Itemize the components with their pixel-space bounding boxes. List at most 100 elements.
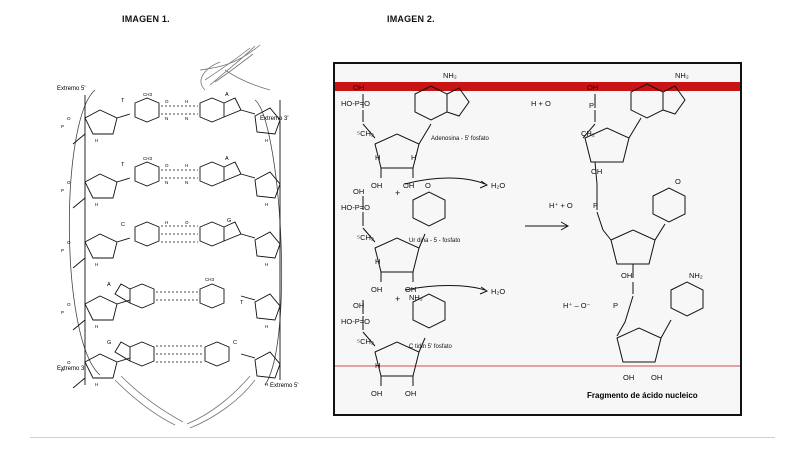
svg-text:H: H — [95, 262, 98, 267]
chain-h-o-mid: H⁺ + O — [549, 201, 573, 210]
svg-text:H: H — [265, 382, 268, 387]
ch2-label-1: ⁵CH₂ — [357, 129, 374, 138]
sugar-h-1b: H — [411, 153, 416, 162]
svg-text:P: P — [61, 368, 64, 373]
end-label-5-top-left: Extremo 5' — [57, 86, 86, 92]
svg-text:CH3: CH3 — [205, 277, 214, 282]
plus-sign-1: + — [395, 188, 400, 198]
helix-ribbon-top — [199, 44, 271, 91]
uracil-group: O — [425, 181, 431, 190]
pair-row-4: G C OP H H — [61, 340, 281, 389]
oh-label-3: OH — [353, 301, 364, 310]
svg-text:N: N — [185, 116, 188, 121]
nucleotide-name-3: C tidin 5' fosfato — [409, 344, 452, 350]
chain-sugar-oh-3a: OH — [623, 373, 634, 382]
chain-p-bot: P — [613, 301, 618, 310]
chain-sugar-oh-2: OH — [621, 271, 632, 280]
svg-text:O: O — [165, 163, 169, 168]
svg-text:H: H — [95, 324, 98, 329]
ch2-label-2: ⁵CH₂ — [357, 233, 374, 242]
sugar-h-2: H — [375, 257, 380, 266]
svg-text:O: O — [67, 360, 71, 365]
chain-h-o-bot: H⁺ – O⁻ — [563, 301, 591, 310]
water-arrow-2 — [404, 285, 486, 291]
svg-text:H: H — [265, 262, 268, 267]
top-highlight-band — [335, 82, 740, 91]
svg-text:P: P — [61, 124, 64, 129]
water-product-2: H₂O — [491, 287, 505, 296]
base-right-2: G — [227, 218, 231, 224]
chain-sugar-2 — [610, 229, 656, 265]
base-right-1: A — [225, 156, 229, 162]
sugar-ring-2 — [374, 237, 420, 273]
svg-text:CH3: CH3 — [143, 156, 152, 161]
base-right-4: C — [233, 340, 237, 346]
condensation-svg: OH HO-P=O ⁵CH₂ NH₂ Adenosina - 5' fosfat… — [335, 71, 740, 400]
chain-oh-top: OH — [587, 83, 598, 92]
base-left-0: T — [121, 98, 125, 104]
imagen-1-heading: IMAGEN 1. — [122, 14, 170, 24]
base-right-0: A — [225, 92, 229, 98]
right-outer-loop — [254, 99, 283, 386]
svg-text:H: H — [165, 220, 168, 225]
sugar-h-3: H — [375, 361, 380, 370]
plus-sign-2: + — [395, 294, 400, 304]
svg-text:H: H — [265, 202, 268, 207]
svg-text:H: H — [95, 202, 98, 207]
svg-text:O: O — [67, 302, 71, 307]
oh-label-1: OH — [353, 83, 364, 92]
svg-text:O: O — [165, 99, 169, 104]
nucleotide-name-2: Ur dina - 5 - fosfato — [409, 238, 461, 244]
ho-p-label-3: HO-P=O — [341, 317, 370, 326]
end-label-5-bottom-right: Extremo 5' — [270, 383, 299, 389]
chain-uracil-group: O — [675, 177, 681, 186]
sugar-ring-1 — [374, 133, 420, 169]
ch2-label-3: ⁵CH₂ — [357, 337, 374, 346]
sugar-ring-3 — [374, 341, 420, 377]
sugar-h-1: H — [375, 153, 380, 162]
svg-text:H: H — [95, 138, 98, 143]
base-left-4: G — [107, 340, 111, 346]
adenine-group: NH₂ — [443, 71, 457, 80]
chain-sugar-3 — [616, 327, 662, 363]
svg-text:O: O — [67, 240, 71, 245]
water-product-1: H₂O — [491, 181, 505, 190]
svg-text:O: O — [67, 116, 71, 121]
left-outer-loop — [68, 89, 101, 376]
base-left-1: T — [121, 162, 125, 168]
svg-text:H: H — [95, 382, 98, 387]
sugar-oh-1b: OH — [403, 181, 414, 190]
chain-adenine-group: NH₂ — [675, 71, 689, 80]
svg-text:N: N — [165, 180, 168, 185]
sugar-oh-3b: OH — [405, 389, 416, 398]
nucleotide-name-1: Adenosina - 5' fosfato — [431, 136, 490, 142]
water-arrow-1 — [404, 177, 486, 185]
chain-sugar-oh-1: OH — [591, 167, 602, 176]
svg-text:CH3: CH3 — [143, 92, 152, 97]
sugar-oh-3a: OH — [371, 389, 382, 398]
svg-text:H: H — [265, 138, 268, 143]
svg-text:O: O — [185, 220, 189, 225]
chain-p-mid: P — [593, 201, 598, 210]
svg-text:O: O — [67, 180, 71, 185]
ho-p-label-1: HO-P=O — [341, 99, 370, 108]
dna-diagram-svg: Extremo 5' Extremo 3' Extremo 3' Extremo… — [57, 44, 299, 429]
sugar-oh-2a: OH — [371, 285, 382, 294]
svg-text:H: H — [185, 163, 188, 168]
nucleotide-condensation-diagram: OH HO-P=O ⁵CH₂ NH₂ Adenosina - 5' fosfat… — [333, 62, 742, 416]
sugar-oh-1a: OH — [371, 181, 382, 190]
svg-text:N: N — [185, 180, 188, 185]
svg-text:P: P — [61, 310, 64, 315]
ho-p-label-2: HO-P=O — [341, 203, 370, 212]
chain-p-top: P — [589, 101, 594, 110]
end-label-3-bottom-left: Extremo 3' — [57, 366, 86, 372]
chain-sugar-1 — [584, 127, 630, 163]
svg-text:H: H — [265, 324, 268, 329]
cytosine-group-left: NH₂ — [409, 293, 423, 302]
chain-cytosine-group: NH₂ — [689, 271, 703, 280]
chain-ch2-top: CH₂ — [581, 129, 595, 138]
